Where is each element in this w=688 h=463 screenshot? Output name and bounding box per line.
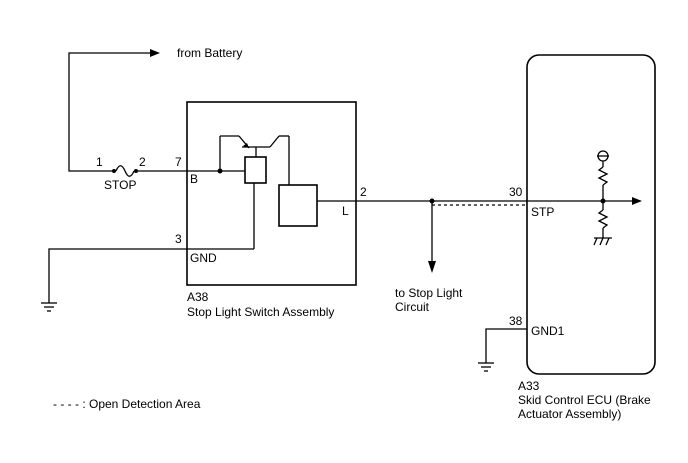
from-battery-arrow	[150, 49, 160, 57]
a38-code: A38	[187, 290, 209, 304]
pulldown-resistor	[597, 209, 609, 229]
battery-wire	[68, 49, 160, 172]
a38-pin-3: 3	[175, 232, 182, 246]
stp-signal-wire	[356, 198, 527, 273]
a33-code: A33	[518, 379, 540, 393]
a33-internal-circuit	[527, 150, 642, 246]
a33-box	[526, 54, 656, 375]
legend-open-detection: - - - - : Open Detection Area	[53, 397, 201, 411]
a38-pin-7: 7	[175, 155, 182, 169]
a33-name-2: Actuator Assembly)	[518, 407, 621, 421]
a33-gnd1: GND1	[531, 324, 565, 338]
a38-pin-b: B	[190, 172, 198, 186]
ecu-input-arrow	[632, 197, 642, 205]
a38-pin-l: L	[342, 204, 349, 218]
fuse-name: STOP	[104, 178, 136, 192]
from-battery-label: from Battery	[177, 46, 242, 60]
a33-name-1: Skid Control ECU (Brake	[518, 393, 651, 407]
pullup-resistor	[597, 166, 609, 186]
a38-ground-wire	[41, 248, 187, 312]
stop-fuse	[112, 165, 187, 177]
a38-box	[186, 101, 357, 286]
to-stop-light-label-1: to Stop Light	[395, 286, 463, 300]
to-stop-light-label-2: Circuit	[395, 300, 430, 314]
to-stop-light-arrow	[428, 261, 436, 273]
fuse-pin-2: 2	[139, 155, 146, 169]
a38-pin-2: 2	[360, 185, 367, 199]
a38-gnd: GND	[190, 251, 217, 265]
a33-pin-30: 30	[509, 185, 523, 199]
a33-pin-38: 38	[509, 314, 523, 328]
a33-stp: STP	[531, 205, 554, 219]
fuse-pin-1: 1	[96, 155, 103, 169]
a33-ground-wire	[478, 328, 527, 372]
a38-internal-switch	[187, 135, 356, 250]
a38-name: Stop Light Switch Assembly	[187, 305, 334, 319]
